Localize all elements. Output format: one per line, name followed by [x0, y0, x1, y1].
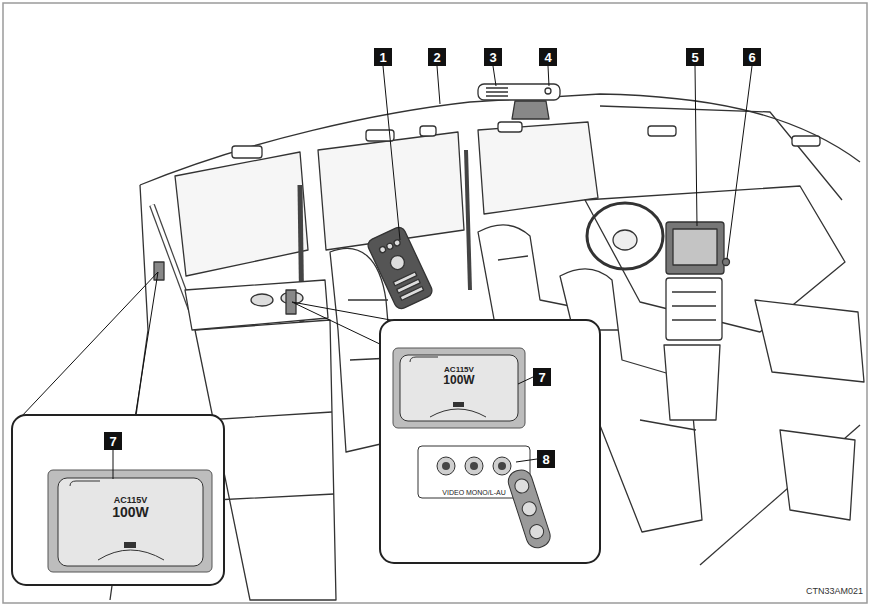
roof-vent	[648, 126, 676, 136]
callout-number: 4	[544, 51, 551, 64]
callout-number: 7	[538, 371, 545, 384]
leader-line	[493, 66, 496, 86]
overhead-console	[478, 84, 560, 100]
figure-code: CTN33AM021	[806, 586, 863, 596]
callout-box: 6	[743, 48, 761, 66]
jack-cap-body	[505, 467, 553, 551]
roof-vent	[420, 126, 436, 136]
front-side-window	[478, 122, 598, 214]
pillar	[466, 150, 470, 290]
cover-lip	[70, 481, 100, 486]
leader-line	[518, 377, 533, 384]
callout-box: 3	[484, 48, 502, 66]
callout-number: 8	[542, 453, 549, 466]
jack-cap-plug	[513, 477, 531, 495]
av-jack-hole	[442, 462, 450, 470]
outlet-rating: 100W	[443, 374, 474, 387]
callout-number: 6	[748, 51, 755, 64]
leader-line	[437, 66, 440, 104]
remote-pad	[388, 253, 407, 272]
leader-line	[383, 66, 400, 240]
stack-buttons	[672, 292, 716, 320]
plug-symbol	[453, 402, 464, 407]
outlet-cover-label: AC115V100W	[400, 366, 518, 400]
steering-hub	[613, 230, 637, 250]
cup-holder	[251, 294, 273, 306]
cover-lip	[410, 357, 438, 362]
callout-box: 5	[686, 48, 704, 66]
remote-button	[393, 239, 401, 247]
outlet-cover	[58, 478, 203, 566]
av-jack	[437, 457, 455, 475]
av-jack-hole	[470, 462, 478, 470]
inset-leader	[292, 302, 384, 346]
plug-symbol	[124, 542, 136, 548]
outlet-recess	[393, 348, 525, 428]
center-stack	[666, 278, 722, 340]
console-screen	[673, 229, 717, 265]
overhead-screen	[512, 101, 549, 119]
leader-line	[516, 459, 537, 462]
outlet-cover	[400, 355, 518, 421]
figure-frame	[3, 3, 867, 603]
leader-line	[727, 66, 752, 259]
leader-line	[113, 450, 114, 479]
windshield-edge	[600, 106, 842, 200]
cover-grip	[430, 409, 486, 417]
dash-button	[723, 259, 730, 266]
leader-line	[695, 66, 697, 226]
outlet-rating: 100W	[112, 505, 149, 520]
floor-edge	[700, 425, 860, 565]
floor-console	[664, 345, 720, 420]
outlet-recess	[48, 470, 212, 572]
inset-frame	[12, 415, 224, 585]
callout-number: 5	[691, 51, 698, 64]
callout-number: 7	[109, 435, 116, 448]
glove-box	[755, 300, 864, 382]
callout-box: 4	[539, 48, 557, 66]
jack-label: VIDEO MONO/L-AU	[442, 489, 505, 496]
callout-number: 3	[489, 51, 496, 64]
inset-frame	[380, 320, 600, 563]
remote-button	[400, 286, 423, 300]
cover-grip	[98, 550, 164, 560]
roof-vent	[792, 136, 820, 146]
remote-button	[386, 242, 394, 250]
callout-number: 1	[379, 51, 386, 64]
av-jack	[493, 457, 511, 475]
steering-wheel	[587, 203, 663, 269]
callout-box: 7	[533, 368, 551, 386]
av-jack	[465, 457, 483, 475]
jack-cap-plug	[528, 523, 546, 541]
av-jack-hole	[498, 462, 506, 470]
inset-leader	[135, 272, 158, 418]
callout-number: 2	[433, 51, 440, 64]
door-panel	[780, 430, 855, 520]
callout-box: 2	[428, 48, 446, 66]
inset-leader	[20, 272, 158, 418]
roof-vent	[498, 122, 522, 132]
outlet-rating: AC115V	[444, 366, 474, 374]
outlet-spot	[154, 262, 164, 280]
rear-window	[175, 152, 308, 276]
overhead-light	[545, 88, 551, 94]
roof-vent	[232, 146, 262, 158]
callout-box: 8	[537, 450, 555, 468]
outlet-rating: AC115V	[114, 496, 148, 505]
jack-cap	[505, 467, 553, 551]
jack-cap-plug	[520, 500, 538, 518]
callout-box: 1	[374, 48, 392, 66]
jack-panel-label: VIDEO MONO/L-AU	[420, 476, 528, 496]
console-bezel	[666, 222, 724, 274]
leader-line	[548, 66, 549, 86]
speaker-grille	[486, 88, 508, 96]
remote-button	[379, 246, 387, 254]
outlet-cover-label: AC115V100W	[58, 496, 203, 536]
callout-box: 7	[104, 432, 122, 450]
